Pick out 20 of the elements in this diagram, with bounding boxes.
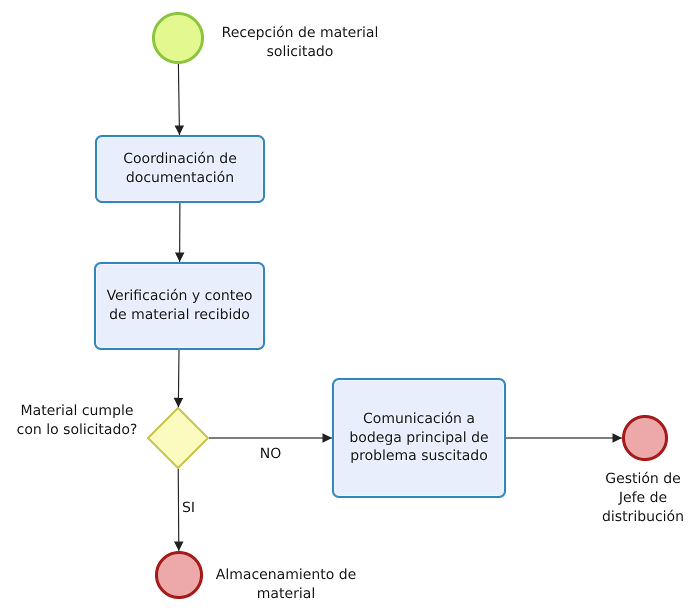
- arrow: [174, 350, 184, 408]
- event-circle: [622, 415, 668, 461]
- event-label: Almacenamiento de material: [214, 566, 358, 604]
- event-label: Recepción de material solicitado: [220, 24, 380, 62]
- process-text: Verificación y conteo de material recibido: [106, 287, 254, 325]
- arrow: [174, 203, 184, 262]
- event-label: Gestión de Jefe de distribución: [601, 470, 685, 527]
- process-box: [95, 135, 265, 203]
- arrow: [506, 433, 622, 443]
- arrow: [174, 64, 184, 135]
- event-label: Material cumple con lo solicitado?: [16, 402, 138, 440]
- process-box: [94, 262, 265, 350]
- process-text: Comunicación a bodega principal de problema suscitado: [348, 410, 490, 466]
- arrow: [209, 433, 332, 443]
- event-circle: [155, 551, 203, 599]
- event-circle: [152, 12, 204, 64]
- decision-diamond: [147, 407, 209, 469]
- process-box: [332, 378, 506, 498]
- arrow: [174, 468, 184, 551]
- process-text: Coordinación de documentación: [122, 150, 238, 188]
